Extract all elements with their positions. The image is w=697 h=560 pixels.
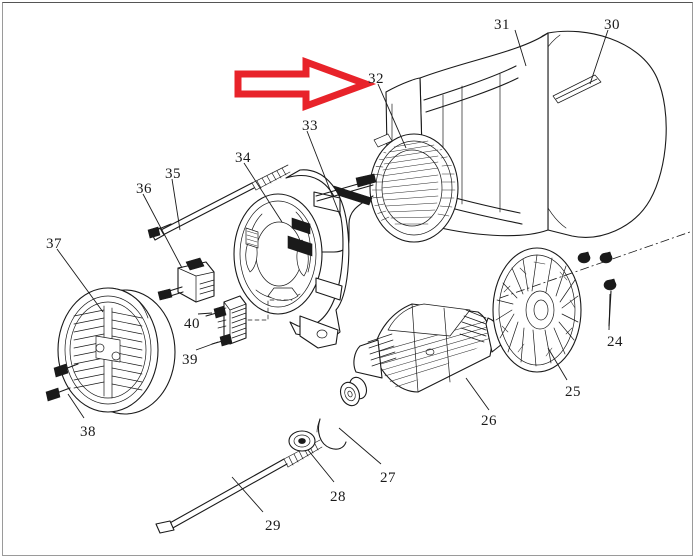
part-label-38: 38 bbox=[80, 424, 96, 440]
part-label-36: 36 bbox=[136, 181, 152, 197]
part-label-28: 28 bbox=[330, 489, 346, 505]
part-end-cap-screw-lower bbox=[45, 387, 71, 402]
part-retaining-clip bbox=[316, 418, 347, 450]
part-label-29: 29 bbox=[265, 518, 281, 534]
part-terminal-block-screw-upper bbox=[205, 305, 227, 319]
part-label-35: 35 bbox=[165, 166, 181, 182]
part-long-assembly-bolt bbox=[155, 439, 323, 534]
part-armature-rotor-assembly bbox=[339, 303, 503, 407]
part-brush-holder-end-bracket bbox=[233, 169, 350, 349]
part-cooling-fan bbox=[492, 247, 582, 373]
part-motor-housing-shell bbox=[507, 30, 667, 238]
part-switch-trigger-module bbox=[147, 223, 215, 303]
part-end-cap-screw-upper bbox=[53, 363, 79, 378]
part-through-screw-upper bbox=[315, 173, 377, 202]
part-terminal-block bbox=[217, 295, 247, 345]
part-label-34: 34 bbox=[235, 150, 251, 166]
part-label-31: 31 bbox=[494, 17, 510, 33]
part-label-39: 39 bbox=[182, 352, 198, 368]
part-label-33: 33 bbox=[302, 118, 318, 134]
part-label-25: 25 bbox=[565, 384, 581, 400]
part-label-26: 26 bbox=[481, 413, 497, 429]
part-label-27: 27 bbox=[380, 470, 396, 486]
part-stator-core-laminations bbox=[369, 133, 459, 243]
part-label-30: 30 bbox=[604, 17, 620, 33]
part-vented-end-cap bbox=[57, 287, 176, 415]
part-label-37: 37 bbox=[46, 236, 62, 252]
part-label-40: 40 bbox=[184, 316, 200, 332]
part-label-32: 32 bbox=[368, 71, 384, 87]
leader-lines bbox=[56, 29, 611, 513]
part-label-24: 24 bbox=[607, 334, 623, 350]
part-flat-washer bbox=[288, 430, 316, 452]
